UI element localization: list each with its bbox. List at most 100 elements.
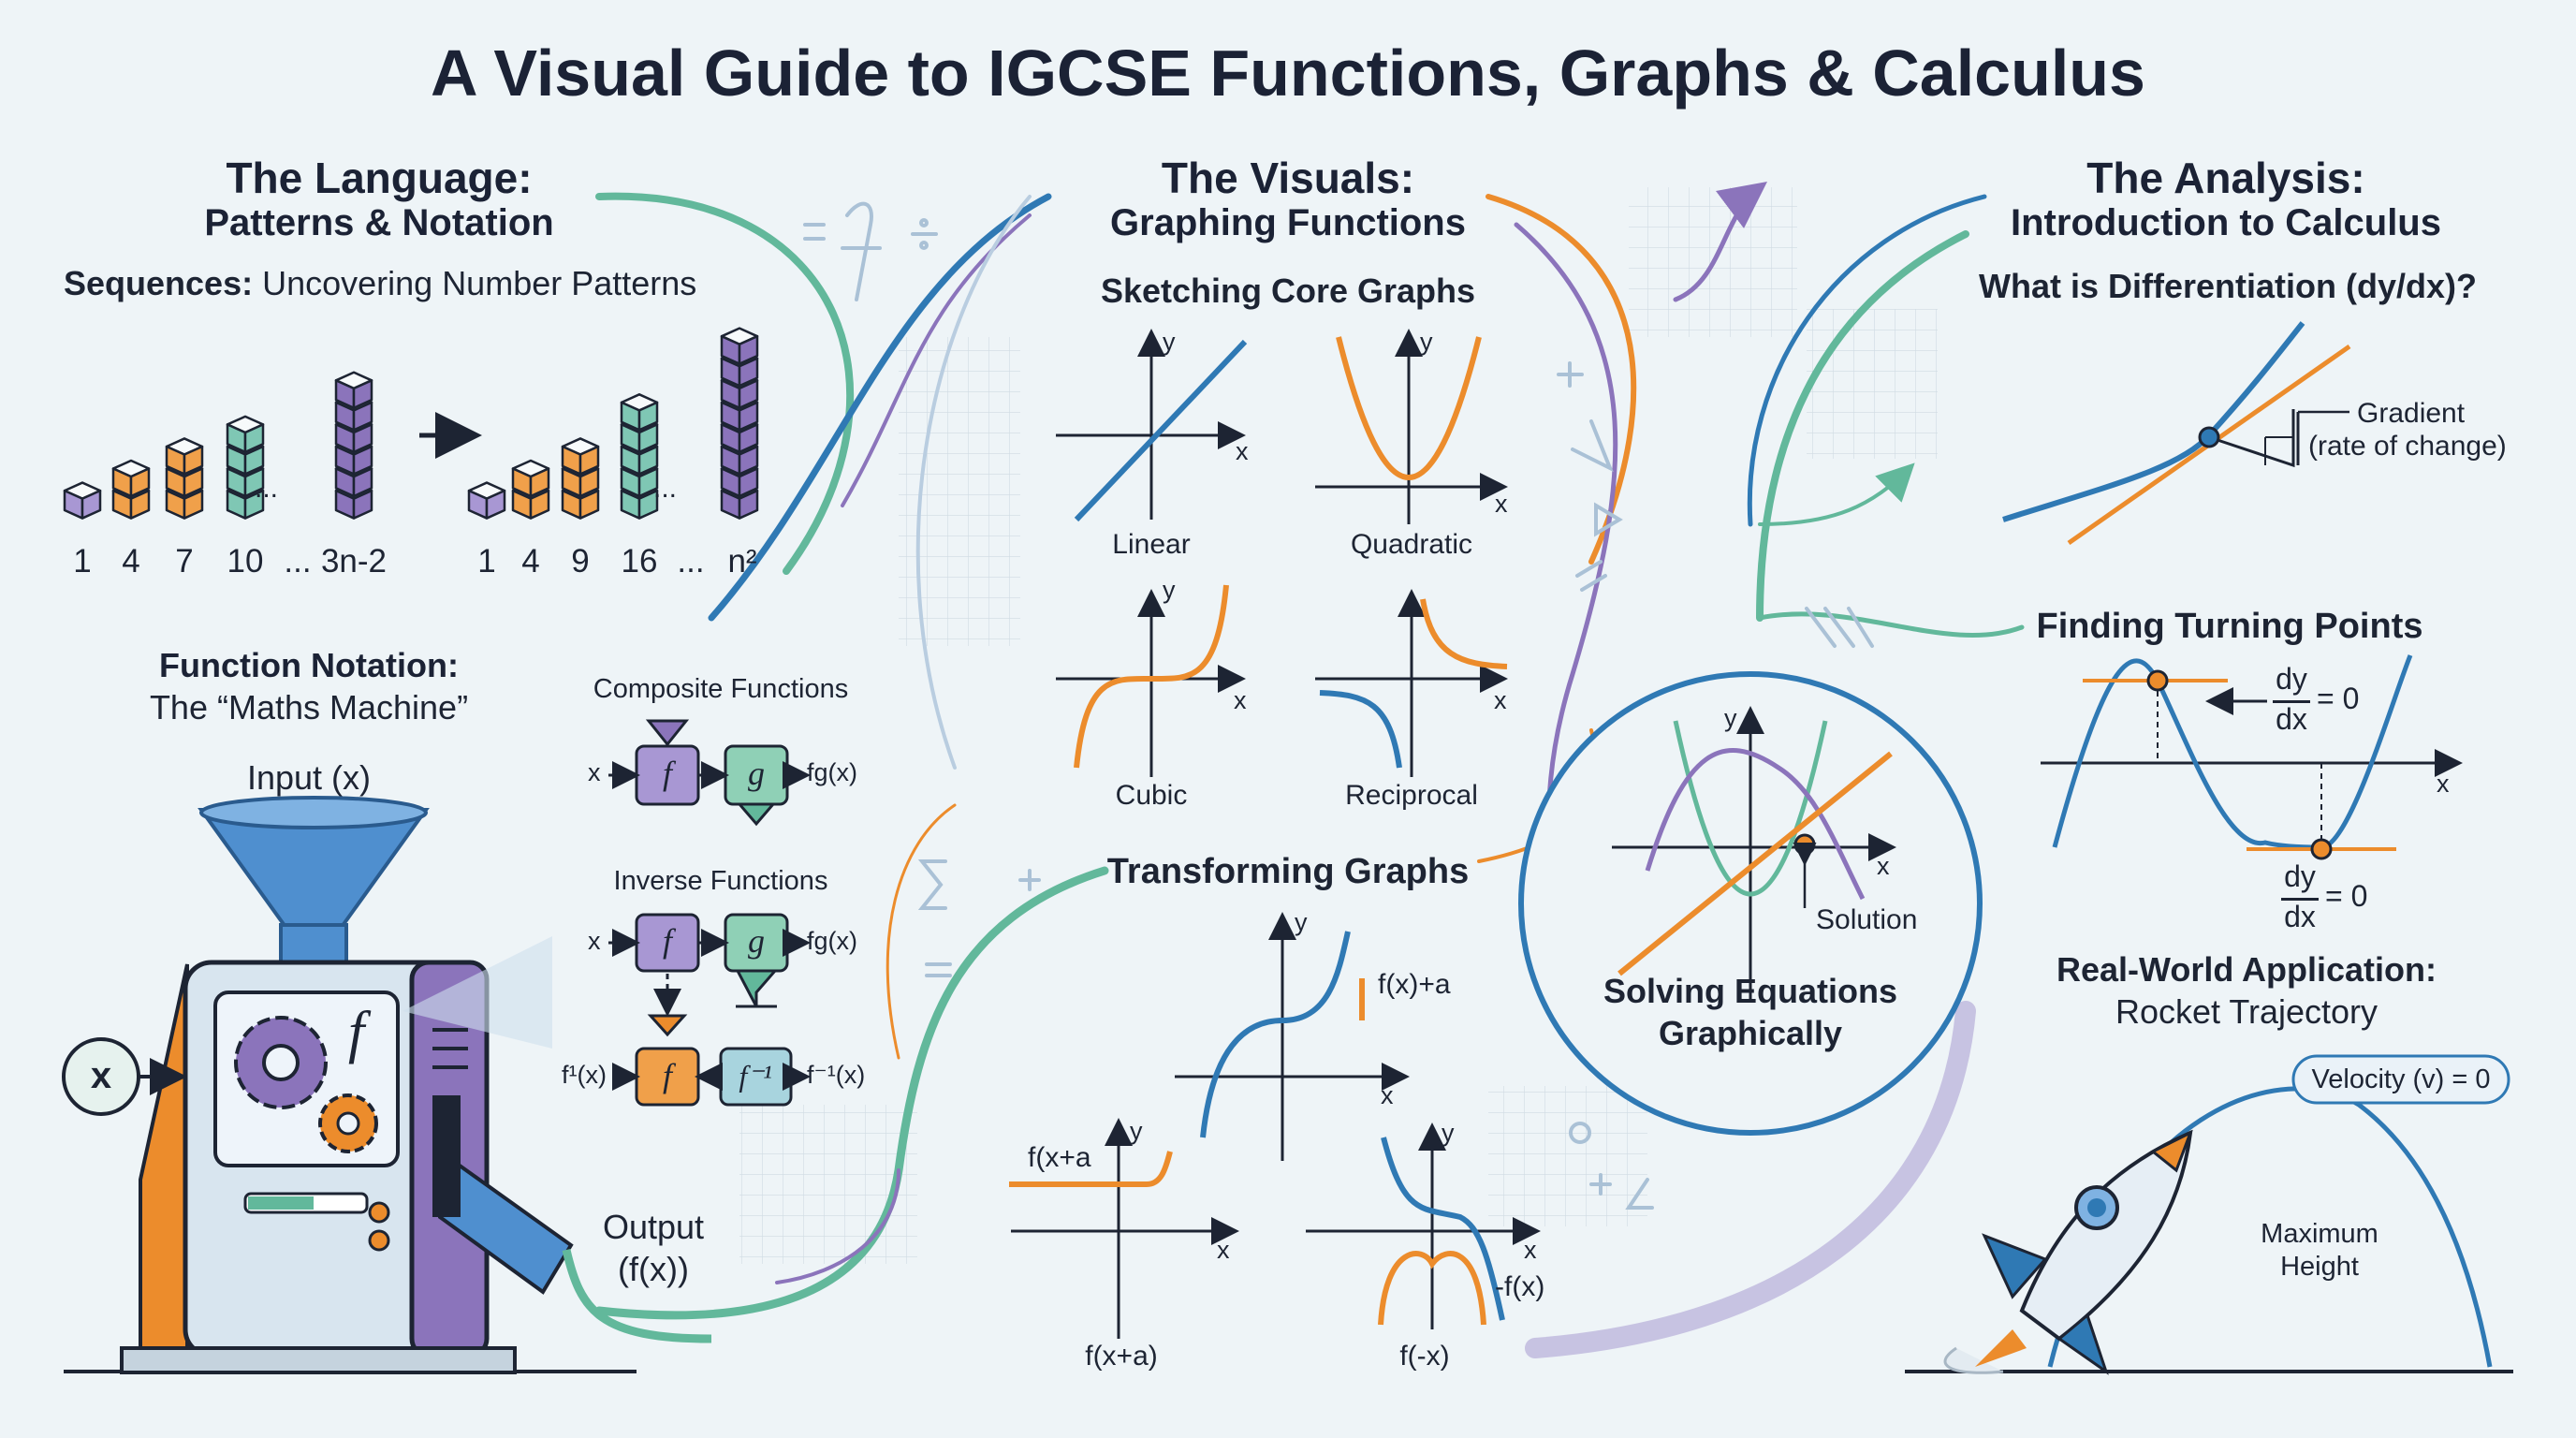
composite-output: fg(x) (807, 758, 857, 786)
dydx-bottom-dy: dy (2284, 859, 2316, 893)
inverse-x: x (588, 927, 601, 955)
turning-points-graph (2041, 654, 2463, 860)
background-grids (739, 187, 1938, 1264)
axis-y-solving: y (1724, 704, 1737, 732)
visuals-subheading: Graphing Functions (1110, 202, 1466, 243)
application-title: Real-World Application: (2056, 950, 2437, 989)
gradient-graph (2002, 321, 2351, 546)
axis-y-shift-left: y (1130, 1117, 1143, 1145)
arithmetic-sequence-cubes (63, 371, 373, 520)
solving-label: Solving Equations (1603, 972, 1898, 1010)
sequence-term: 10 (227, 543, 264, 580)
sequences-bold: Sequences: (64, 264, 254, 302)
composite-g: g (748, 755, 765, 792)
sequence-term: 7 (175, 543, 194, 580)
transform-label-negf: -f(x) (1495, 1271, 1545, 1302)
dydx-bottom-bar (2281, 898, 2319, 901)
axis-y-quadratic: y (1420, 328, 1433, 356)
dydx-top-eq: = 0 (2317, 682, 2360, 715)
axis-y-cubic: y (1163, 576, 1176, 604)
turning-title: Finding Turning Points (2036, 607, 2423, 646)
solving-label-2: Graphically (1658, 1014, 1843, 1052)
axis-x-shift-up: x (1381, 1081, 1394, 1109)
sequence-term: 4 (521, 543, 540, 580)
composite-x: x (588, 758, 601, 786)
page-title: A Visual Guide to IGCSE Functions, Graph… (431, 37, 2145, 110)
sequence-cube (334, 481, 373, 520)
transform-label-shift-up: f(x)+a (1378, 969, 1451, 1000)
function-notation-title: Function Notation: (159, 646, 459, 684)
sequence-cube (226, 437, 265, 476)
sequence-cube (511, 459, 550, 498)
max-height-label: Maximum (2261, 1219, 2378, 1249)
analysis-heading: The Analysis: (2086, 154, 2365, 202)
core-graphs (1056, 329, 1508, 777)
square-sequence-cubes (467, 327, 759, 520)
sequence-cube (720, 415, 759, 454)
transform-graphs (1009, 912, 1541, 1339)
inverse-f: f (662, 922, 673, 960)
axis-x-linear: x (1236, 437, 1249, 465)
sequence-cube (467, 481, 506, 520)
composite-f: f (662, 755, 673, 792)
sequence-cube (720, 327, 759, 365)
solving-graph (1518, 671, 1983, 1136)
transform-caption-reflect: f(-x) (1399, 1341, 1450, 1372)
axis-y-shift-up: y (1295, 908, 1308, 936)
inverse-output: fg(x) (807, 927, 857, 955)
sketching-title: Sketching Core Graphs (1100, 271, 1476, 310)
graph-label-linear: Linear (1112, 529, 1191, 560)
dydx-bottom-dx: dx (2284, 900, 2316, 933)
output-label-fx: (f(x)) (618, 1250, 689, 1288)
inverse-g: g (748, 922, 765, 960)
gradient-label: Gradient (2357, 398, 2466, 429)
graph-label-cubic: Cubic (1115, 780, 1188, 811)
axis-y-reflect: y (1442, 1119, 1455, 1147)
language-heading: The Language: (226, 154, 533, 202)
max-height-label-2: Height (2280, 1252, 2359, 1282)
differentiation-title: What is Differentiation (dy/dx)? (1978, 267, 2478, 305)
transform-label-shift-left: f(x+a (1028, 1142, 1091, 1173)
sequence-cube (620, 393, 659, 432)
visuals-heading: The Visuals: (1161, 154, 1415, 202)
sequence-cube (111, 459, 151, 498)
solution-label: Solution (1816, 904, 1918, 935)
graph-label-quadratic: Quadratic (1350, 529, 1473, 560)
gradient-sub: (rate of change) (2308, 431, 2507, 462)
transform-caption-shift: f(x+a) (1085, 1341, 1158, 1372)
sequence-term: 16 (621, 543, 658, 580)
sequence-term: 9 (571, 543, 590, 580)
input-label: Input (x) (246, 758, 372, 797)
axis-y-linear: y (1163, 328, 1176, 356)
maths-machine (62, 796, 712, 1374)
sequence-term: 1 (73, 543, 92, 580)
application-sub: Rocket Trajectory (2115, 992, 2378, 1031)
dydx-top-dy: dy (2276, 662, 2307, 696)
sequence-term: ... (677, 543, 705, 580)
axis-x-solving: x (1877, 852, 1890, 880)
decorative-glyphs (803, 201, 1874, 1210)
rocket-trajectory (1905, 1054, 2513, 1375)
axis-x-turning: x (2437, 770, 2450, 798)
transforming-title: Transforming Graphs (1106, 852, 1470, 891)
sequence-term: 1 (477, 543, 496, 580)
machine-f: f (348, 1001, 365, 1064)
inverse-finv-box: f⁻¹ (739, 1059, 772, 1093)
axis-x-reflect: x (1524, 1236, 1537, 1264)
dydx-top-dx: dx (2276, 702, 2307, 736)
function-notation-sub: The “Maths Machine” (149, 688, 469, 726)
sequence-term: 3n-2 (320, 543, 388, 580)
axis-x-shift-left: x (1217, 1236, 1230, 1264)
language-subheading: Patterns & Notation (204, 202, 554, 243)
dydx-bottom-eq: = 0 (2325, 879, 2368, 913)
composite-title: Composite Functions (593, 674, 849, 704)
sequences-heading: Sequences: Uncovering Number Patterns (64, 264, 696, 303)
inverse-input-label: f¹(x) (562, 1061, 607, 1089)
sequence-cube (63, 481, 102, 520)
sequences-rest: Uncovering Number Patterns (262, 264, 697, 302)
sequence-cube (165, 437, 204, 476)
output-label: Output (602, 1208, 705, 1246)
ellipsis-1: ... (255, 473, 279, 504)
sequence-cube (720, 437, 759, 476)
